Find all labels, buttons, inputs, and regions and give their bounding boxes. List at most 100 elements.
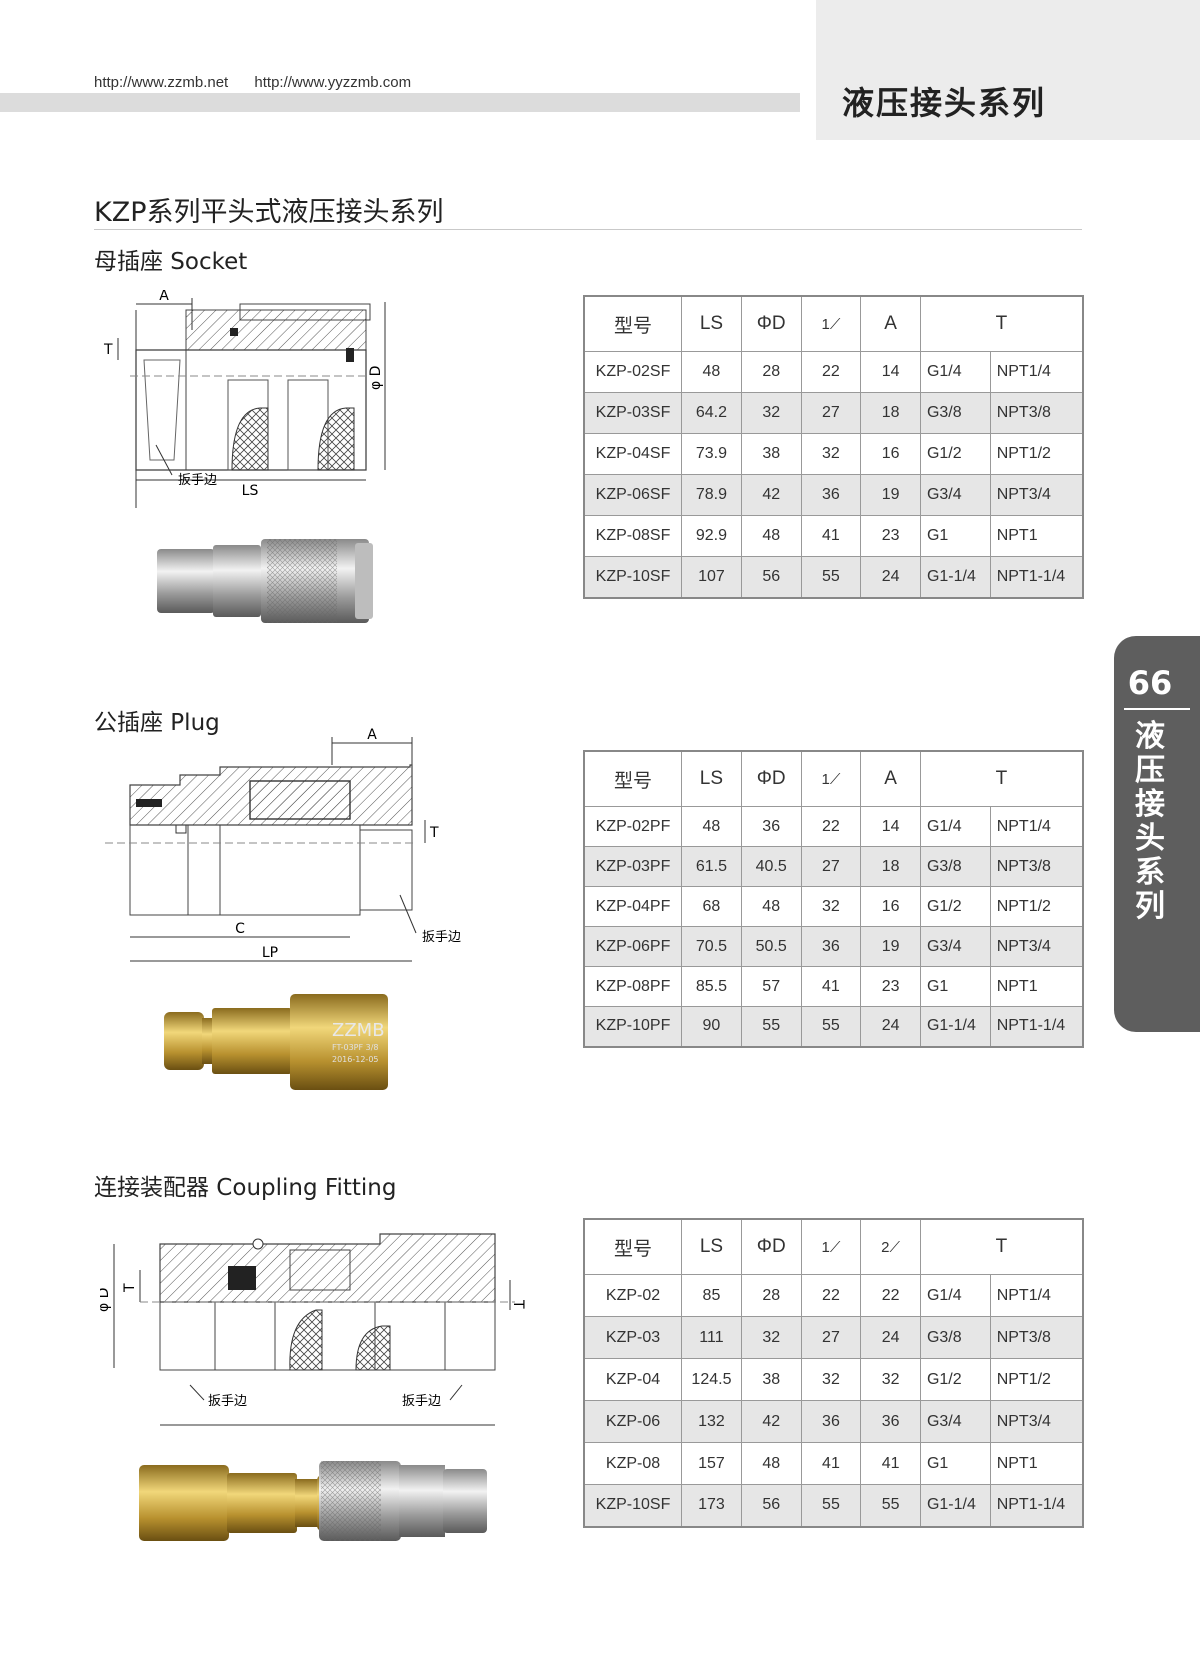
cell-a: 19 xyxy=(860,926,921,967)
cell-thread-g: G1/2 xyxy=(919,433,991,475)
dim-t-label: T xyxy=(429,825,439,841)
dim-d-label: φ D xyxy=(100,1288,112,1312)
cell-thread-g: G1/2 xyxy=(919,886,991,927)
cell-d: 38 xyxy=(740,433,802,475)
cell-wrench: 32 xyxy=(800,433,862,475)
cell-thread-g: G1 xyxy=(919,515,991,557)
plug-product-photo: ZZMB FT-03PF 3/8 2016-12-05 xyxy=(164,994,388,1090)
cell-ls: 92.9 xyxy=(681,515,742,557)
plug-drawing: A T C LP 扳手边 xyxy=(105,727,461,962)
cell-a: 16 xyxy=(860,886,921,927)
cell-thread-g: G1-1/4 xyxy=(919,556,991,598)
header-d: ΦD xyxy=(740,1218,802,1275)
cell-thread-g: G1/2 xyxy=(919,1358,991,1401)
product-date-mark: 2016-12-05 xyxy=(332,1055,379,1064)
wrench-size-label: 2 xyxy=(881,1239,890,1256)
cell-ls: 157 xyxy=(681,1442,742,1485)
cell-thread-npt: NPT1/4 xyxy=(989,351,1084,393)
cell-d: 48 xyxy=(740,515,802,557)
cell-d: 48 xyxy=(740,1442,802,1485)
dim-a-label: A xyxy=(159,290,169,304)
cell-wrench-1: 32 xyxy=(800,1358,862,1401)
dim-t-label-right: T xyxy=(510,1299,526,1309)
cell-ls: 173 xyxy=(681,1484,742,1527)
dim-c-label: C xyxy=(235,921,245,937)
cell-model: KZP-03 xyxy=(583,1316,683,1359)
cell-d: 28 xyxy=(740,351,802,393)
cell-model: KZP-02 xyxy=(583,1274,683,1317)
cell-d: 32 xyxy=(740,1316,802,1359)
cell-a: 18 xyxy=(860,846,921,887)
cell-model: KZP-08SF xyxy=(583,515,683,557)
cell-thread-g: G3/8 xyxy=(919,1316,991,1359)
cell-d: 55 xyxy=(740,1006,802,1047)
tab-char: 接 xyxy=(1135,787,1165,822)
header-a: A xyxy=(860,750,921,807)
cell-d: 42 xyxy=(740,474,802,516)
header-ls: LS xyxy=(681,750,742,807)
cell-thread-g: G3/4 xyxy=(919,474,991,516)
cell-ls: 90 xyxy=(681,1006,742,1047)
cell-model: KZP-06SF xyxy=(583,474,683,516)
cell-wrench: 55 xyxy=(800,1006,862,1047)
wrench-flat-label: 扳手边 xyxy=(178,472,217,488)
cell-wrench-1: 36 xyxy=(800,1400,862,1443)
header-title-box xyxy=(816,0,1200,140)
dim-lp-label: LP xyxy=(262,945,278,961)
cell-wrench: 22 xyxy=(800,806,862,847)
cell-thread-g: G1 xyxy=(919,1442,991,1485)
cell-wrench: 55 xyxy=(800,556,862,598)
cell-a: 14 xyxy=(860,806,921,847)
cell-wrench: 27 xyxy=(800,392,862,434)
cell-wrench-2: 41 xyxy=(860,1442,921,1485)
wrench-flat-label-right: 扳手边 xyxy=(402,1393,441,1409)
url-link[interactable]: http://www.yyzzmb.com xyxy=(254,74,412,91)
cell-thread-npt: NPT1 xyxy=(989,966,1084,1007)
cell-d: 48 xyxy=(740,886,802,927)
cell-thread-g: G3/4 xyxy=(919,926,991,967)
cell-thread-npt: NPT1 xyxy=(989,515,1084,557)
cell-d: 42 xyxy=(740,1400,802,1443)
cell-wrench: 36 xyxy=(800,474,862,516)
cell-thread-npt: NPT1 xyxy=(989,1442,1084,1485)
cell-thread-g: G1/4 xyxy=(919,1274,991,1317)
cell-model: KZP-08PF xyxy=(583,966,683,1007)
cell-ls: 73.9 xyxy=(681,433,742,475)
coupling-subtitle: 连接装配器 Coupling Fitting xyxy=(94,1175,397,1201)
cell-a: 23 xyxy=(860,966,921,1007)
tab-divider xyxy=(1124,708,1190,710)
series-title: 液压接头系列 xyxy=(842,84,1047,122)
cell-thread-g: G3/8 xyxy=(919,846,991,887)
url-link[interactable]: http://www.zzmb.net xyxy=(94,74,229,91)
header-d: ΦD xyxy=(740,750,802,807)
cell-thread-g: G3/8 xyxy=(919,392,991,434)
dim-ls-label: LS xyxy=(242,483,259,499)
header-thread: T xyxy=(919,750,1084,807)
header-wrench-1: 1⟋ xyxy=(800,750,862,807)
section-divider xyxy=(94,229,1082,230)
cell-d: 40.5 xyxy=(740,846,802,887)
coupling-product-photo xyxy=(139,1461,487,1541)
cell-ls: 48 xyxy=(681,806,742,847)
socket-drawing: A φ D T LS 扳手边 xyxy=(103,290,386,508)
cell-thread-g: G1/4 xyxy=(919,351,991,393)
cell-wrench: 41 xyxy=(800,966,862,1007)
header-thread: T xyxy=(919,1218,1084,1275)
cell-thread-npt: NPT1/4 xyxy=(989,806,1084,847)
tab-char: 液 xyxy=(1135,719,1165,754)
dim-a-label: A xyxy=(367,727,377,743)
cell-wrench: 22 xyxy=(800,351,862,393)
dim-t-label: T xyxy=(122,1283,138,1293)
cell-ls: 70.5 xyxy=(681,926,742,967)
cell-model: KZP-02SF xyxy=(583,351,683,393)
